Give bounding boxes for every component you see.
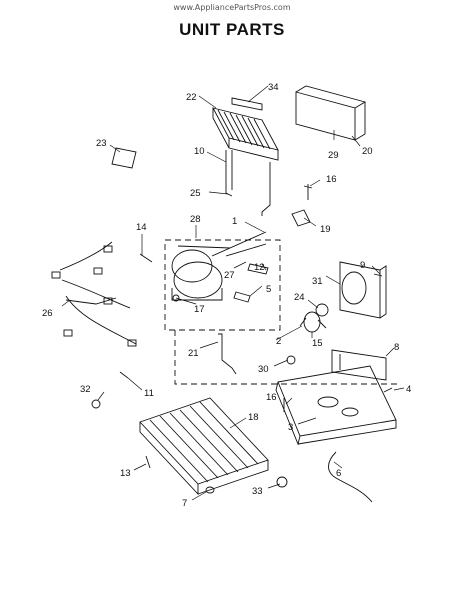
callout-3: 3 — [288, 422, 293, 433]
tube-27 — [225, 243, 267, 257]
part-30 — [286, 355, 296, 365]
part-5 — [233, 291, 251, 303]
compressor — [171, 231, 267, 301]
screw-9 — [373, 273, 383, 277]
callout-32: 32 — [80, 384, 91, 395]
callout-8: 8 — [394, 342, 399, 353]
screw-11 — [119, 371, 129, 379]
callout-labels: 1 2 3 4 5 6 7 8 9 10 11 12 13 14 15 16 1… — [42, 82, 411, 509]
callout-16-lower: 16 — [266, 392, 277, 403]
callout-30: 30 — [258, 364, 269, 375]
page-title: UNIT PARTS — [179, 20, 285, 39]
leader-group-line — [174, 330, 398, 385]
condenser-coil — [212, 97, 279, 161]
tube-10 — [225, 150, 233, 197]
callout-10: 10 — [194, 146, 205, 157]
callout-1: 1 — [232, 216, 237, 227]
callout-21: 21 — [188, 348, 199, 359]
callout-27: 27 — [224, 270, 235, 281]
part-33 — [276, 476, 288, 488]
callout-22: 22 — [186, 92, 197, 103]
screw-4 — [383, 387, 393, 393]
callout-2: 2 — [276, 336, 281, 347]
callout-15: 15 — [312, 338, 323, 349]
grommet-32 — [91, 399, 101, 409]
callout-20: 20 — [362, 146, 373, 157]
air-duct — [295, 85, 367, 141]
callout-31: 31 — [312, 276, 323, 287]
callout-4: 4 — [406, 384, 411, 395]
part-12 — [247, 263, 269, 275]
callout-17: 17 — [194, 304, 205, 315]
drain-tube-6 — [328, 451, 373, 503]
callout-7: 7 — [182, 498, 187, 509]
wire-harness — [51, 241, 137, 347]
callout-33: 33 — [252, 486, 263, 497]
fan-motor — [299, 303, 329, 333]
fan-bracket-8 — [331, 349, 387, 381]
grommet-17 — [172, 294, 180, 302]
tube-21 — [218, 333, 237, 375]
callout-34: 34 — [268, 82, 279, 93]
tube-25 — [261, 162, 271, 216]
callout-13: 13 — [120, 468, 131, 479]
screw-13 — [145, 455, 151, 469]
callout-18: 18 — [248, 412, 259, 423]
leader-lines — [61, 85, 405, 501]
callout-29: 29 — [328, 150, 339, 161]
callout-23: 23 — [96, 138, 107, 149]
callout-9: 9 — [360, 260, 365, 271]
clip-19 — [291, 209, 311, 227]
fan-shroud — [339, 261, 387, 319]
callout-19: 19 — [320, 224, 331, 235]
callout-24: 24 — [294, 292, 305, 303]
screw-16-upper — [303, 184, 313, 200]
bracket-23 — [111, 147, 137, 169]
watermark-text: www.AppliancePartsPros.com — [173, 3, 291, 12]
callout-28: 28 — [190, 214, 201, 225]
callout-5: 5 — [266, 284, 271, 295]
callout-26: 26 — [42, 308, 53, 319]
callout-14: 14 — [136, 222, 147, 233]
callout-6: 6 — [336, 468, 341, 479]
base-pan — [275, 365, 397, 446]
callout-12: 12 — [254, 262, 265, 273]
compressor-group-box — [164, 239, 281, 331]
callout-11: 11 — [144, 388, 154, 399]
callout-25: 25 — [190, 188, 201, 199]
callout-16-upper: 16 — [326, 174, 337, 185]
evaporator-coil — [139, 397, 269, 496]
part-7 — [205, 486, 215, 494]
